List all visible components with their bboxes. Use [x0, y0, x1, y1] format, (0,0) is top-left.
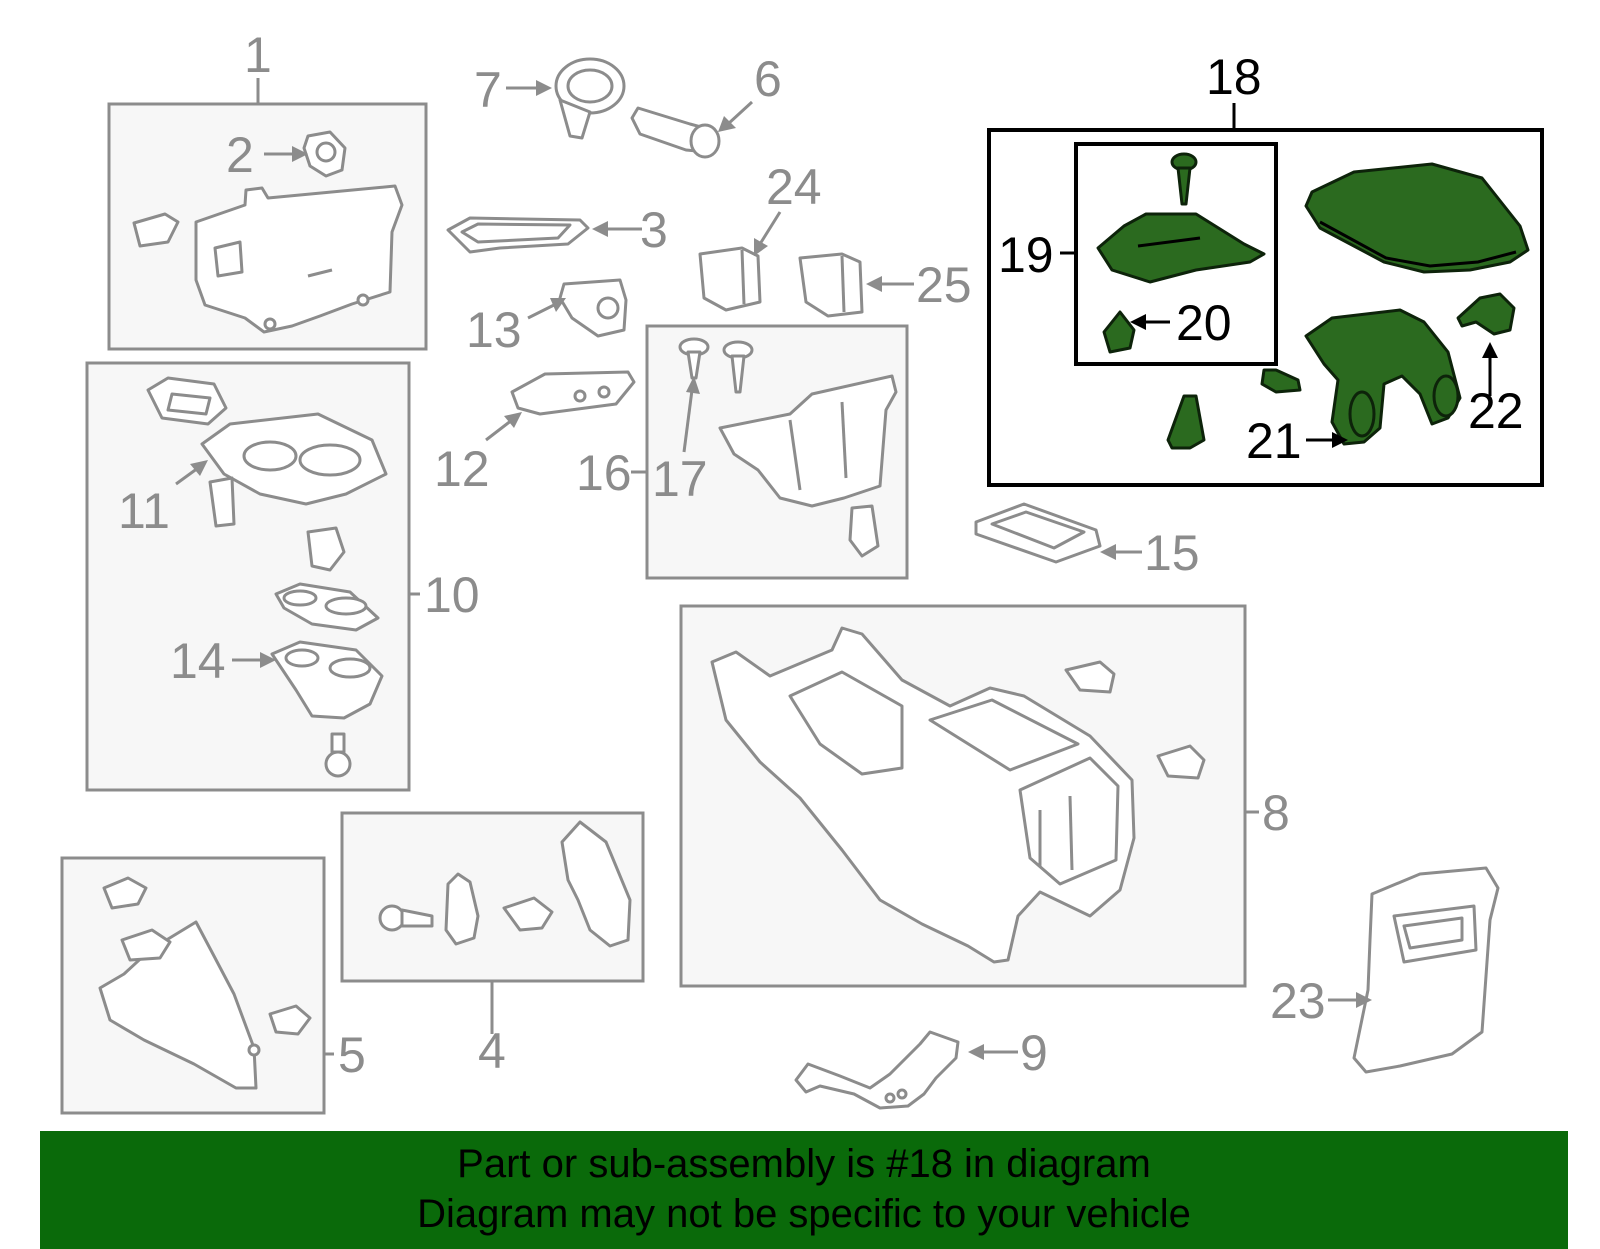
callout-25: 25 — [916, 257, 972, 313]
callout-19: 19 — [998, 227, 1054, 283]
callout-15: 15 — [1144, 525, 1200, 581]
part-24-switch — [698, 246, 762, 312]
callout-24: 24 — [766, 159, 822, 215]
part-5-side-panel — [98, 876, 312, 1090]
part-18-fastener — [1166, 394, 1206, 450]
part-2-clip — [302, 130, 347, 178]
part-22-pin — [1456, 292, 1516, 336]
callout-16: 16 — [576, 445, 632, 501]
info-banner: Part or sub-assembly is #18 in diagram D… — [40, 1131, 1568, 1249]
part-4-trim-set — [378, 820, 632, 948]
part-21-base — [1260, 308, 1462, 446]
part-12-panel — [510, 370, 636, 416]
part-15-mat — [974, 502, 1102, 564]
part-1-bracket — [132, 184, 404, 334]
part-3-pad — [446, 216, 590, 254]
banner-line-2: Diagram may not be specific to your vehi… — [417, 1192, 1191, 1236]
callout-2: 2 — [226, 127, 254, 183]
callout-1: 1 — [244, 27, 272, 83]
part-13-switch — [558, 278, 628, 338]
callout-14: 14 — [170, 633, 226, 689]
part-18-armrest-lid — [1304, 162, 1530, 274]
part-16-bracket — [718, 374, 898, 558]
callout-13: 13 — [466, 302, 522, 358]
callout-6: 6 — [754, 51, 782, 107]
part-10-cup-holder-assembly — [146, 376, 388, 778]
part-7-socket — [554, 57, 626, 140]
callout-12: 12 — [434, 441, 490, 497]
part-23-rear-panel — [1352, 866, 1500, 1074]
part-25-switch — [798, 252, 864, 318]
callout-20: 20 — [1176, 295, 1232, 351]
callout-21: 21 — [1246, 413, 1302, 469]
part-17-screw — [678, 337, 754, 394]
callout-10: 10 — [424, 567, 480, 623]
callout-22: 22 — [1468, 383, 1524, 439]
callout-18: 18 — [1206, 49, 1262, 105]
callout-23: 23 — [1270, 973, 1326, 1029]
callout-7: 7 — [474, 62, 502, 118]
part-6-lighter — [630, 106, 721, 159]
part-8-console-box — [710, 626, 1206, 964]
callout-9: 9 — [1020, 1025, 1048, 1081]
callout-11: 11 — [118, 483, 170, 539]
part-19-hinge — [1096, 152, 1266, 284]
callout-17: 17 — [652, 451, 708, 507]
part-20-clip — [1102, 310, 1136, 354]
parts-diagram: 1 2 7 6 3 24 25 13 12 11 16 17 10 14 15 … — [60, 27, 1544, 1115]
callout-8: 8 — [1262, 785, 1290, 841]
callout-3: 3 — [640, 202, 668, 258]
callout-5: 5 — [338, 1027, 366, 1083]
banner-line-1: Part or sub-assembly is #18 in diagram — [457, 1142, 1151, 1186]
part-9-bracket — [794, 1030, 960, 1110]
callout-4: 4 — [478, 1023, 506, 1079]
